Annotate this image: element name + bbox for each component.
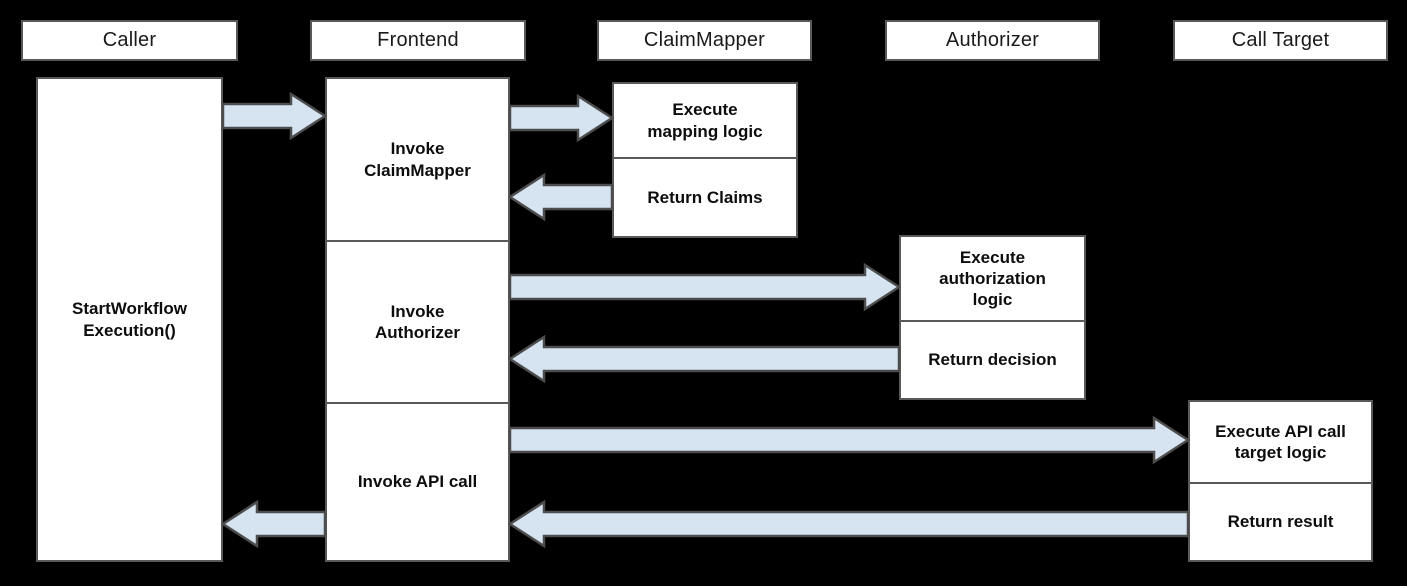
lifeline-label-claimmapper: ClaimMapper	[643, 29, 766, 51]
message-arrow-frontend-to-calltarget[interactable]	[508, 415, 1191, 465]
message-arrow-authorizer-to-frontend[interactable]	[507, 334, 901, 384]
activation-segment-authorizer-2: Return decision	[901, 320, 1084, 398]
lifeline-label-caller: Caller	[102, 29, 157, 51]
message-arrow-caller-to-frontend[interactable]	[221, 91, 328, 141]
lifeline-label-authorizer: Authorizer	[945, 29, 1040, 51]
message-arrow-frontend-to-authorizer[interactable]	[508, 262, 902, 312]
lifeline-header-calltarget[interactable]: Call Target	[1173, 20, 1388, 61]
activation-segment-calltarget-2: Return result	[1190, 482, 1371, 560]
message-arrow-calltarget-to-frontend[interactable]	[507, 499, 1190, 549]
lifeline-label-frontend: Frontend	[377, 29, 459, 51]
lifeline-header-caller[interactable]: Caller	[21, 20, 238, 61]
message-arrow-frontend-to-claimmapper[interactable]	[508, 93, 615, 143]
message-arrow-frontend-to-caller[interactable]	[220, 499, 327, 549]
lifeline-header-frontend[interactable]: Frontend	[310, 20, 526, 61]
lifeline-header-authorizer[interactable]: Authorizer	[885, 20, 1100, 61]
activation-segment-claimmapper-2: Return Claims	[614, 157, 796, 236]
lifeline-header-claimmapper[interactable]: ClaimMapper	[597, 20, 812, 61]
activation-segment-frontend-3: Invoke API call	[327, 402, 508, 560]
message-arrow-claimmapper-to-frontend[interactable]	[507, 172, 614, 222]
lifeline-label-calltarget: Call Target	[1231, 29, 1330, 51]
